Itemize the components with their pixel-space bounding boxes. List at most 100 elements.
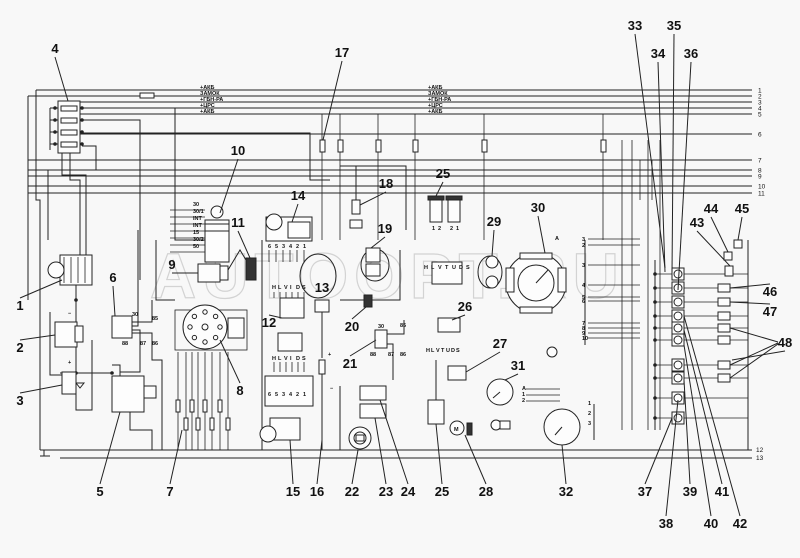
distributor-terminal	[191, 313, 198, 320]
switch	[724, 265, 734, 277]
junction-dot	[53, 118, 57, 122]
relay	[111, 315, 133, 339]
callout-19-lamps: 19	[378, 221, 392, 236]
wire	[340, 165, 407, 230]
callout-38-indicator: 38	[659, 516, 673, 531]
junction-dot	[53, 130, 57, 134]
gauge-pin: 3	[582, 263, 585, 269]
gauge-pin: 8	[582, 326, 585, 332]
relay-pin: 2	[450, 226, 453, 232]
callout-leader	[19, 279, 63, 299]
gauge-pin: A	[555, 236, 559, 242]
switch-pin: T	[445, 265, 449, 271]
motor-pin: 1	[303, 392, 306, 398]
switch	[314, 299, 330, 313]
ignition-pin: 15	[193, 230, 199, 236]
relay-pin: 87	[388, 352, 394, 358]
distributor-terminal	[191, 334, 198, 341]
fan-motor	[449, 420, 465, 436]
gauge-pin: 3	[582, 237, 585, 243]
callout-leader	[322, 60, 343, 141]
bus-wire-number: 9	[758, 174, 762, 181]
callout-48-lamps: 48	[778, 335, 792, 350]
callout-leader	[19, 334, 56, 341]
gauge-scale	[505, 267, 515, 293]
callout-leader	[379, 399, 409, 485]
wiper-motor-body	[287, 221, 311, 239]
indicator-lamp	[673, 373, 683, 383]
bus-wire-number: 10	[758, 184, 766, 191]
spark-plug	[183, 417, 189, 431]
generator	[59, 254, 93, 286]
callout-leader	[435, 181, 444, 197]
distributor-vacuum	[227, 317, 245, 339]
wire	[155, 240, 175, 301]
wire	[49, 312, 62, 376]
gauge-scale	[557, 267, 567, 293]
callout-leader	[683, 379, 691, 485]
callout-leader	[54, 56, 69, 102]
fuse	[600, 139, 607, 153]
callout-leader	[729, 283, 771, 289]
callout-leader	[99, 411, 121, 485]
callout-20-diode: 20	[345, 319, 359, 334]
relay-pin: 85	[400, 323, 406, 329]
switch-pin: S	[302, 356, 306, 362]
callout-leader	[537, 215, 546, 254]
wire	[35, 90, 41, 450]
bus-wire-number: 2	[758, 94, 762, 101]
fuse	[375, 139, 382, 153]
callout-leader	[683, 344, 712, 517]
gauge-pin: 10	[582, 336, 588, 342]
gauge-pin: 7	[582, 321, 585, 327]
fuse	[412, 139, 419, 153]
motor-label: M	[454, 427, 459, 433]
switch-pin: U	[452, 265, 456, 271]
switch-pin: L	[278, 285, 282, 291]
motor-pin: 4	[289, 244, 293, 250]
wire	[69, 153, 81, 260]
motor-pin: 3	[282, 244, 285, 250]
indicator-lamp	[673, 297, 683, 307]
junction-dot	[80, 118, 84, 122]
wire	[372, 250, 401, 301]
relay-pin: 30	[132, 312, 138, 318]
generator-pulley	[47, 261, 65, 279]
callout-22-horn: 22	[345, 484, 359, 499]
wire	[129, 412, 153, 450]
callout-40-indicator: 40	[704, 516, 718, 531]
callout-leader	[268, 314, 283, 319]
callout-leader	[370, 236, 386, 249]
callout-leads	[19, 33, 786, 517]
gauge-scale	[519, 252, 553, 260]
relay-pin: 86	[400, 352, 406, 358]
sensor	[717, 360, 731, 370]
bus-wire-label: ЗАМОК	[428, 91, 448, 97]
callout-leader	[729, 301, 771, 305]
callout-leader	[451, 314, 466, 321]
wire	[132, 300, 153, 323]
sensor	[717, 335, 731, 345]
sensor	[723, 251, 733, 261]
callout-27-switch: 27	[493, 336, 507, 351]
callout-13-switch: 13	[315, 280, 329, 295]
relay-pin: 1	[432, 226, 435, 232]
headlamp-relay	[447, 199, 461, 223]
wire	[75, 340, 93, 411]
callout-10-ignition-switch: 10	[231, 143, 245, 158]
junction-dot	[110, 371, 114, 375]
switch-pin: U	[446, 348, 450, 354]
distributor-terminal	[202, 339, 208, 345]
gauge-pin: 2	[588, 411, 591, 417]
callout-leader	[710, 216, 729, 253]
switch-pin: D	[296, 285, 300, 291]
callout-leader	[729, 343, 779, 379]
bus-wire-label: +ЦРС	[428, 103, 443, 109]
gauge-pin: 4	[582, 283, 586, 289]
callout-35-indicator: 35	[667, 18, 681, 33]
bus-wire-number: 11	[758, 191, 765, 198]
callout-leader	[351, 449, 359, 485]
relay-cap	[427, 195, 445, 201]
fuse	[60, 105, 78, 112]
ignition-switch-band	[204, 223, 230, 232]
